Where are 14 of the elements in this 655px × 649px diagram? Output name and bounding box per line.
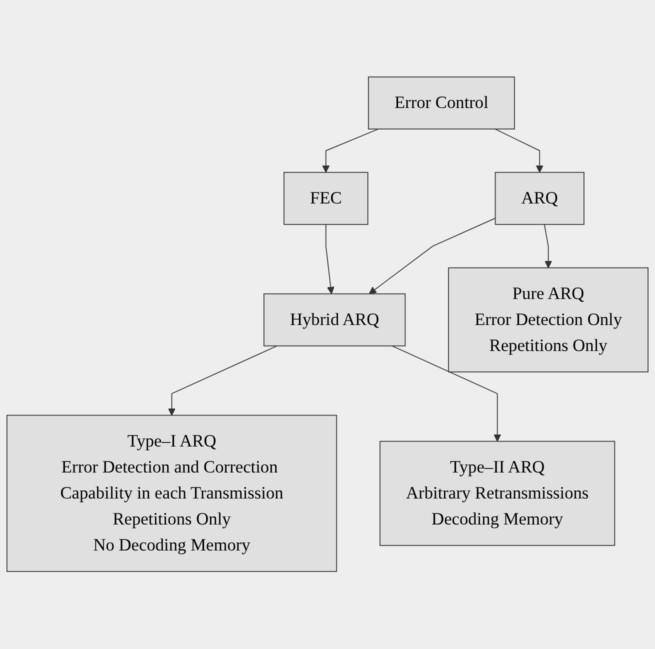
arrow xyxy=(325,224,334,294)
arrow xyxy=(392,346,502,442)
node-box: Type–I ARQ Error Detection and Correction Capability in each Transmission Repetitions Only No Decoding Memory xyxy=(6,415,338,572)
arrow xyxy=(322,128,379,174)
node-box: Error Control xyxy=(368,76,515,130)
arrow xyxy=(368,218,496,294)
arrow xyxy=(494,128,544,174)
node-box: ARQ xyxy=(494,172,584,226)
node-box: Pure ARQ Error Detection Only Repetitions Only xyxy=(448,268,648,373)
node-box: Hybrid ARQ xyxy=(264,294,406,347)
node-box: FEC xyxy=(284,172,368,226)
arrow xyxy=(544,224,552,268)
arrow xyxy=(168,346,278,416)
node-box: Type–II ARQ Arbitrary Retransmissions Decoding Memory xyxy=(380,441,616,546)
